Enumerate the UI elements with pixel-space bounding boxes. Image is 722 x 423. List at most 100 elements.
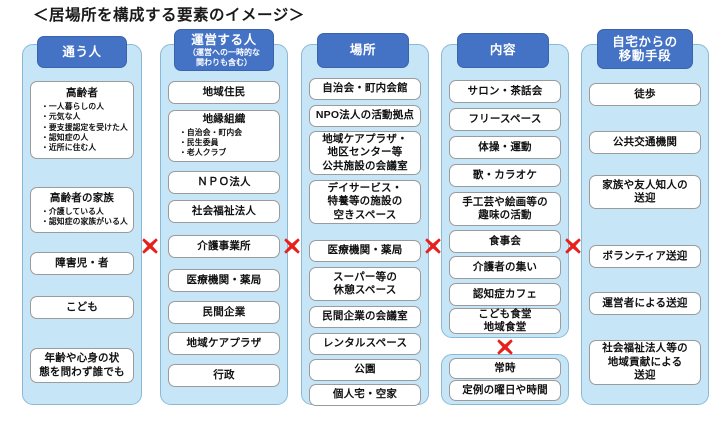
item-title: 手工芸や絵画等の 趣味の活動 xyxy=(462,195,548,221)
header-unei-suru-hito-subtitle: （運営への一時的な 関わりも含む） xyxy=(188,48,260,67)
item-title: 歌・カラオケ xyxy=(472,168,538,181)
item-shougaiji-sha[interactable]: 障害児・者 xyxy=(30,252,134,275)
item-kou-reisha[interactable]: 高齢者 ・一人暮らしの人 ・元気な人 ・要支援認定を受けた人 ・認知症の人 ・近… xyxy=(30,81,134,159)
item-kazoku-yuujin-soumukai[interactable]: 家族や友人知人の 送迎 xyxy=(589,175,701,209)
item-toho[interactable]: 徒歩 xyxy=(589,83,701,106)
item-daredemo[interactable]: 年齢や心身の状 態を問わず誰でも xyxy=(30,348,134,383)
header-basho-title: 場所 xyxy=(349,43,377,58)
item-title: 地縁組織 xyxy=(202,113,246,126)
item-super-kyuukei-space[interactable]: スーパー等の 休憩スペース xyxy=(309,267,421,301)
item-title: 体操・運動 xyxy=(478,140,532,153)
item-title: 地域住民 xyxy=(202,85,246,98)
item-title: 家族や友人知人の 送迎 xyxy=(602,178,688,204)
header-naiyou[interactable]: 内容 xyxy=(457,33,549,68)
item-title: 社会福祉法人 xyxy=(191,204,257,217)
item-minkan-kigyou[interactable]: 民間企業 xyxy=(168,301,280,324)
item-kodomo[interactable]: こども xyxy=(30,296,134,319)
item-chien-soshiki[interactable]: 地縁組織 ・自治会・町内会 ・民生委員 ・老人クラブ xyxy=(168,110,280,162)
item-taisou-undou[interactable]: 体操・運動 xyxy=(449,136,561,159)
item-title: 高齢者の家族 xyxy=(49,192,115,205)
header-idou-shudan-title: 自宅からの 移動手段 xyxy=(612,34,678,63)
item-shakai-fukushi-houjin-soumukai[interactable]: 社会福祉法人等の 地域貢献による 送迎 xyxy=(589,340,701,385)
item-title: 地域ケアプラザ・ 地区センター等 公共施設の会議室 xyxy=(322,132,408,172)
item-bullets: ・一人暮らしの人 ・元気な人 ・要支援認定を受けた人 ・認知症の人 ・近所に住む… xyxy=(41,101,128,153)
item-title: 定例の曜日や時間 xyxy=(462,383,548,396)
item-kaigosha-no-tsudoi[interactable]: 介護者の集い xyxy=(449,256,561,279)
item-title: 個人宅・空家 xyxy=(332,388,398,401)
item-free-space[interactable]: フリースペース xyxy=(449,108,561,131)
item-bullets: ・自治会・町内会 ・民生委員 ・老人クラブ xyxy=(179,127,243,158)
item-title: ＮＰＯ法人 xyxy=(197,175,251,188)
item-kodomo-shokudou[interactable]: こども食堂 地域食堂 xyxy=(449,308,561,334)
item-kojintaku-akiya[interactable]: 個人宅・空家 xyxy=(309,384,421,406)
item-title: 徒歩 xyxy=(634,87,656,100)
item-kaigo-jigyousho[interactable]: 介護事業所 xyxy=(168,235,280,258)
item-rental-space[interactable]: レンタルスペース xyxy=(309,333,421,355)
item-title: 地域ケアプラザ xyxy=(186,336,262,349)
item-chiiki-care-plaza[interactable]: 地域ケアプラザ xyxy=(168,332,280,355)
item-shokujikai[interactable]: 食事会 xyxy=(449,230,561,253)
item-chiiki-juumin[interactable]: 地域住民 xyxy=(168,81,280,104)
item-ninchishou-cafe[interactable]: 認知症カフェ xyxy=(449,283,561,306)
item-title: こども xyxy=(65,300,99,313)
item-salon-sawakai[interactable]: サロン・茶話会 xyxy=(449,80,561,103)
item-shumi-no-katsudou[interactable]: 手工芸や絵画等の 趣味の活動 xyxy=(449,192,561,226)
item-title: 社会福祉法人等の 地域貢献による 送迎 xyxy=(602,342,688,382)
item-title: 食事会 xyxy=(488,234,522,247)
item-uta-karaoke[interactable]: 歌・カラオケ xyxy=(449,164,561,187)
item-title: 行政 xyxy=(213,368,235,381)
header-unei-suru-hito-title: 運営する人 xyxy=(191,32,257,47)
item-title: 障害児・者 xyxy=(55,256,109,269)
item-npo-kyoten[interactable]: NPO法人の活動拠点 xyxy=(309,105,421,127)
item-joujii[interactable]: 常時 xyxy=(449,358,561,379)
item-title: 自治会・町内会館 xyxy=(322,82,408,95)
item-title: 介護事業所 xyxy=(197,239,251,252)
item-title: 医療機関・薬局 xyxy=(327,244,403,257)
item-title: 民間企業 xyxy=(202,305,246,318)
item-title: 高齢者 xyxy=(65,87,99,100)
header-basho[interactable]: 場所 xyxy=(317,33,409,68)
item-title: 公共交通機関 xyxy=(612,135,678,148)
item-title: サロン・茶話会 xyxy=(467,84,543,97)
item-jichikai-kaikan[interactable]: 自治会・町内会館 xyxy=(309,78,421,100)
multiply-icon-2 xyxy=(283,237,301,255)
item-title: デイサービス・ 特養等の施設の 空きスペース xyxy=(327,181,403,221)
item-title: レンタルスペース xyxy=(322,337,408,350)
item-title: スーパー等の 休憩スペース xyxy=(332,270,398,296)
item-title: 民間企業の会議室 xyxy=(322,310,408,323)
item-gyousei[interactable]: 行政 xyxy=(168,364,280,387)
item-title: 常時 xyxy=(494,361,516,374)
item-title: 公園 xyxy=(354,363,376,376)
item-shakai-fukushi-houjin[interactable]: 社会福祉法人 xyxy=(168,200,280,223)
item-koureisha-kazoku[interactable]: 高齢者の家族 ・介護している人 ・認知症の家族がいる人 xyxy=(30,187,134,233)
item-iryou-kikan-yakkyoku[interactable]: 医療機関・薬局 xyxy=(168,269,280,292)
header-idou-shudan[interactable]: 自宅からの 移動手段 xyxy=(597,29,693,69)
item-title: 介護者の集い xyxy=(472,260,538,273)
item-teirei-no-youbi-jikan[interactable]: 定例の曜日や時間 xyxy=(449,380,561,401)
item-koukyou-koutsuu[interactable]: 公共交通機関 xyxy=(589,131,701,154)
item-title: フリースペース xyxy=(468,112,542,125)
header-kayou-hito[interactable]: 通う人 xyxy=(37,36,127,68)
item-npo-houjin[interactable]: ＮＰＯ法人 xyxy=(168,171,280,194)
header-naiyou-title: 内容 xyxy=(489,43,517,58)
item-title: ボランティア送迎 xyxy=(602,249,688,262)
multiply-icon-5 xyxy=(564,237,582,255)
item-title: NPO法人の活動拠点 xyxy=(315,109,415,122)
item-iryou-kikan-yakkyoku-basho[interactable]: 医療機関・薬局 xyxy=(309,240,421,262)
multiply-icon-1 xyxy=(141,237,159,255)
item-bullets: ・介護している人 ・認知症の家族がいる人 xyxy=(41,206,128,227)
header-kayou-hito-title: 通う人 xyxy=(62,44,102,59)
header-unei-suru-hito[interactable]: 運営する人 （運営への一時的な 関わりも含む） xyxy=(174,29,274,71)
item-volunteer-soumukai[interactable]: ボランティア送迎 xyxy=(589,245,701,268)
item-minkan-kigyou-kaigishitsu[interactable]: 民間企業の会議室 xyxy=(309,306,421,328)
item-day-service-akispace[interactable]: デイサービス・ 特養等の施設の 空きスペース xyxy=(309,180,421,224)
item-title: 認知症カフェ xyxy=(472,287,538,300)
item-title: 年齢や心身の状 態を問わず誰でも xyxy=(39,352,125,378)
item-uneisha-soumukai[interactable]: 運営者による送迎 xyxy=(589,292,701,315)
multiply-icon-3 xyxy=(424,237,442,255)
item-kouen[interactable]: 公園 xyxy=(309,359,421,381)
item-koukyou-shisetsu-kaigishitsu[interactable]: 地域ケアプラザ・ 地区センター等 公共施設の会議室 xyxy=(309,131,421,175)
multiply-icon-4 xyxy=(496,338,514,356)
page-title: ＜居場所を構成する要素のイメージ＞ xyxy=(33,7,305,24)
